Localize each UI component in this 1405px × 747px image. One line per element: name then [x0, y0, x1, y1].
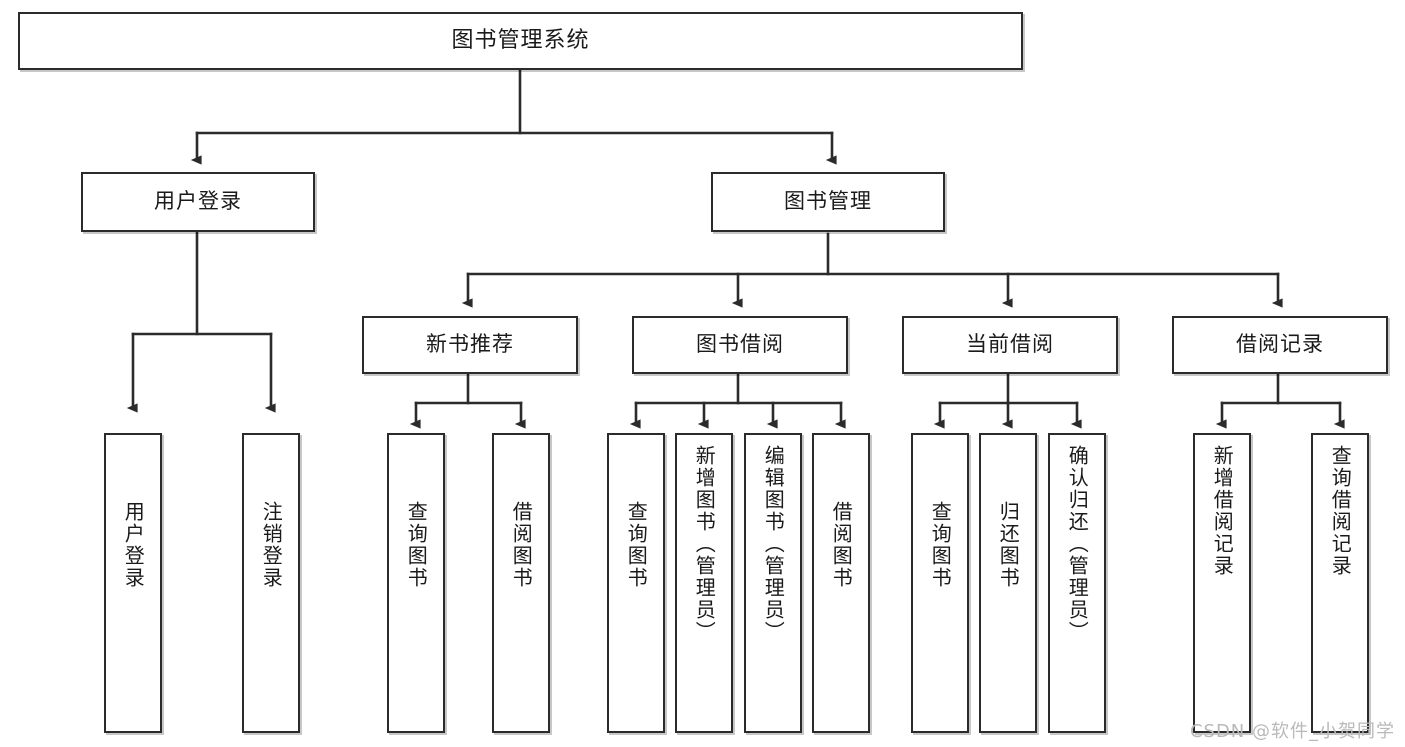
node-root-system[interactable]: 图书管理系统	[18, 12, 1023, 70]
node-new-book-recommend[interactable]: 新书推荐	[362, 316, 578, 374]
node-label: 新增图书（管理员）	[692, 445, 717, 643]
node-label: 查询图书	[404, 501, 429, 589]
node-label: 图书管理系统	[451, 27, 590, 53]
node-label: 图书管理	[784, 189, 872, 214]
leaf-confirm-return-admin[interactable]: 确认归还（管理员）	[1048, 433, 1106, 733]
node-borrow-record[interactable]: 借阅记录	[1172, 316, 1388, 374]
node-label: 用户登录	[121, 501, 146, 589]
node-label: 新增借阅记录	[1210, 445, 1235, 577]
leaf-query-book-recommend[interactable]: 查询图书	[387, 433, 445, 733]
leaf-logout[interactable]: 注销登录	[242, 433, 300, 733]
leaf-return-book[interactable]: 归还图书	[979, 433, 1037, 733]
node-user-login[interactable]: 用户登录	[81, 172, 315, 232]
node-book-borrow[interactable]: 图书借阅	[632, 316, 848, 374]
node-label: 当前借阅	[966, 332, 1054, 357]
leaf-edit-book-admin[interactable]: 编辑图书（管理员）	[744, 433, 802, 733]
node-label: 注销登录	[259, 501, 284, 589]
node-label: 新书推荐	[426, 332, 514, 357]
leaf-add-book-admin[interactable]: 新增图书（管理员）	[675, 433, 733, 733]
leaf-user-login[interactable]: 用户登录	[104, 433, 162, 733]
leaf-query-book-borrow[interactable]: 查询图书	[607, 433, 665, 733]
node-current-borrow[interactable]: 当前借阅	[902, 316, 1118, 374]
node-label: 借阅图书	[829, 501, 854, 589]
node-label: 查询图书	[928, 501, 953, 589]
node-label: 借阅记录	[1236, 332, 1324, 357]
node-book-management[interactable]: 图书管理	[711, 172, 945, 232]
leaf-query-book-current[interactable]: 查询图书	[911, 433, 969, 733]
node-label: 图书借阅	[696, 332, 784, 357]
node-label: 归还图书	[996, 501, 1021, 589]
node-label: 用户登录	[154, 189, 242, 214]
node-label: 借阅图书	[509, 501, 534, 589]
leaf-borrow-book-recommend[interactable]: 借阅图书	[492, 433, 550, 733]
leaf-query-borrow-record[interactable]: 查询借阅记录	[1311, 433, 1369, 733]
leaf-borrow-book[interactable]: 借阅图书	[812, 433, 870, 733]
node-label: 编辑图书（管理员）	[761, 445, 786, 643]
node-label: 查询图书	[624, 501, 649, 589]
csdn-watermark: CSDN @软件_小贺同学	[1189, 721, 1395, 742]
node-label: 确认归还（管理员）	[1065, 445, 1090, 643]
leaf-add-borrow-record[interactable]: 新增借阅记录	[1193, 433, 1251, 733]
node-label: 查询借阅记录	[1328, 445, 1353, 577]
